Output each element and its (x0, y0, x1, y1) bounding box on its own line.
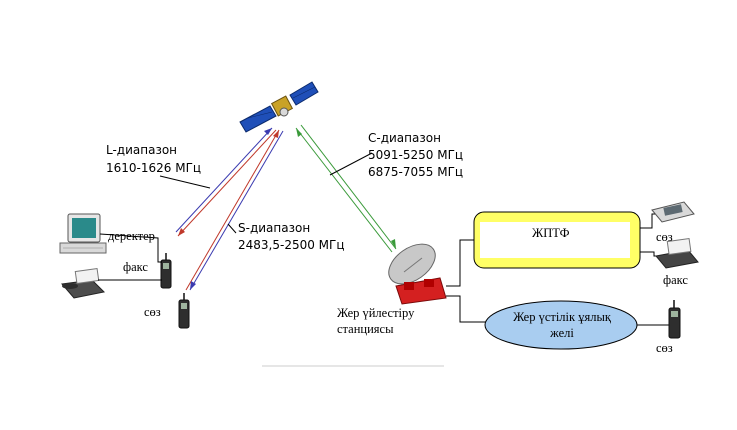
station-to-pstn-line (446, 239, 474, 287)
s-band-leader (227, 223, 237, 234)
desk-phone-icon (651, 201, 695, 223)
l-band-leader (159, 175, 211, 189)
right-fax-icon (655, 237, 699, 269)
l-band-name: L-диапазон (106, 143, 178, 157)
c-band-leader (329, 152, 373, 176)
left-fax-icon (61, 267, 106, 299)
cellular-label-line2: желі (550, 326, 574, 340)
left-mobile-phone-icon (160, 253, 172, 289)
station-to-cellular-line (446, 295, 486, 323)
data-cable (99, 233, 162, 263)
left-fax-label: факс (123, 260, 148, 274)
right-voice-top-label: сөз (656, 230, 673, 244)
left-data-label: деректер (108, 229, 155, 243)
right-voice-bottom-label: сөз (656, 341, 673, 355)
c-band-range-2: 6875-7055 МГц (368, 165, 464, 179)
left-voice-label: сөз (144, 305, 161, 319)
pstn-label: ЖПТФ (532, 226, 570, 240)
satellite-icon (239, 81, 319, 133)
s-band-range: 2483,5-2500 МГц (238, 238, 345, 252)
ground-station-icon (388, 243, 447, 305)
right-fax-label: факс (663, 273, 688, 287)
l-band-links (175, 127, 277, 237)
pstn-inner-panel (480, 222, 630, 258)
l-band-range: 1610-1626 МГц (106, 161, 202, 175)
c-band-range-1: 5091-5250 МГц (368, 148, 464, 162)
s-band-name: S-диапазон (238, 221, 311, 235)
handheld-phone-icon (178, 293, 190, 329)
station-label-line2: станциясы (337, 322, 394, 336)
s-band-links (185, 129, 284, 291)
cellular-label-line1: Жер үстілік ұялық (513, 310, 611, 324)
c-band-name: C-диапазон (368, 131, 441, 145)
c-band-links (295, 124, 397, 253)
station-label-line1: Жер үйлестіру (337, 306, 415, 320)
computer-icon (59, 213, 107, 254)
right-mobile-phone-icon (668, 300, 681, 339)
